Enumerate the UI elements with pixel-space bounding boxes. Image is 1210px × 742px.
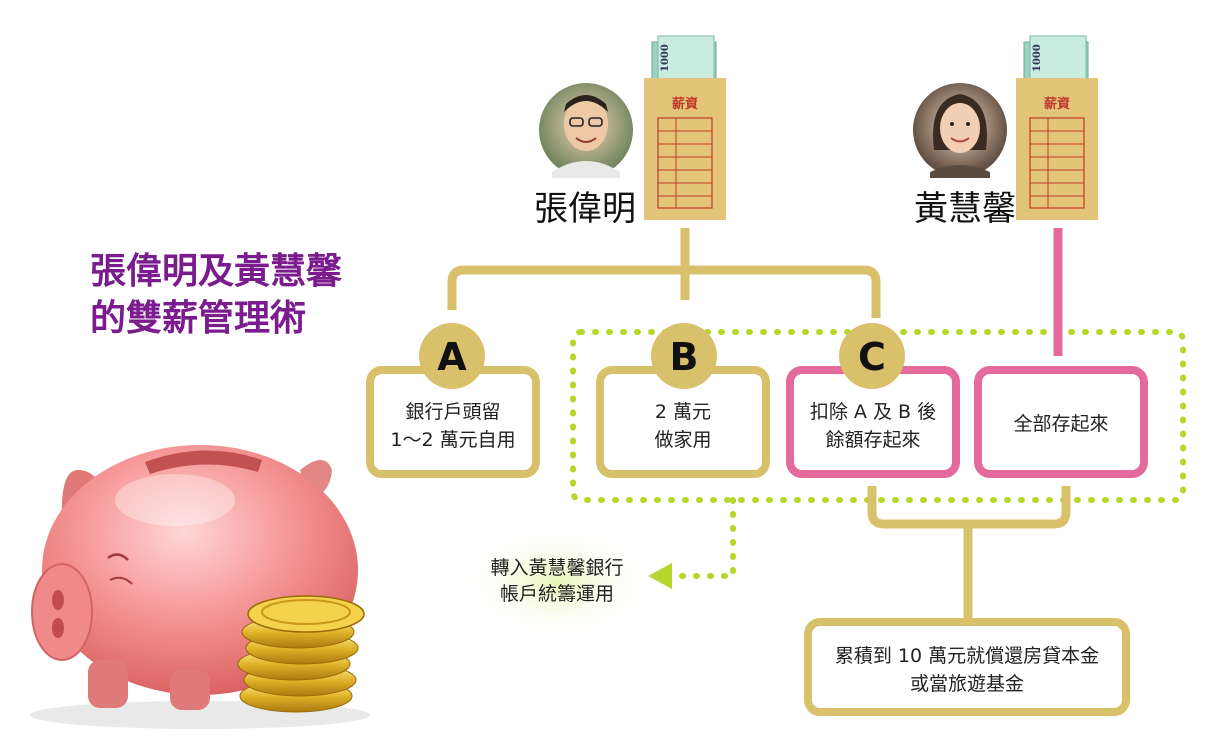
husband-salary-envelope: 1000 薪資 [644, 35, 726, 220]
goal-line-1: 累積到 10 萬元就償還房貸本金 [835, 645, 1099, 667]
wife-salary-envelope: 1000 薪資 [1016, 35, 1098, 220]
gold-coins-illustration [237, 595, 365, 713]
husband-envelope-label: 薪資 [672, 96, 698, 112]
wife-envelope-label: 薪資 [1044, 96, 1070, 112]
husband-banknote-label: 1000 [660, 44, 671, 72]
node-b-line-1: 2 萬元 [655, 401, 711, 423]
transfer-line-2: 帳戶統籌運用 [500, 583, 614, 605]
node-d-box [974, 366, 1148, 478]
wife-banknote-label: 1000 [1032, 44, 1043, 72]
node-b-letter: B [670, 335, 699, 379]
node-c-line-1: 扣除 A 及 B 後 [810, 401, 936, 423]
goal-line-2: 或當旅遊基金 [910, 673, 1024, 695]
wife-name: 黃慧馨 [914, 189, 1016, 229]
node-a-letter: A [437, 335, 467, 379]
node-c-letter: C [858, 335, 886, 379]
wife-avatar [913, 83, 1007, 178]
node-c-badge [839, 323, 905, 389]
node-a-badge [419, 323, 485, 389]
transfer-line-1: 轉入黃慧馨銀行 [490, 557, 623, 579]
node-d-line-1: 全部存起來 [1013, 413, 1108, 435]
node-a-line-2: 1～2 萬元自用 [390, 429, 515, 451]
husband-name: 張偉明 [534, 189, 636, 229]
goal-box [804, 618, 1130, 716]
goal-connectors [867, 486, 1071, 620]
node-b-badge [651, 323, 717, 389]
node-c-line-2: 餘額存起來 [825, 429, 920, 451]
title-line-2: 的雙薪管理術 [90, 298, 306, 339]
title-line-1: 張偉明及黃慧馨 [90, 251, 343, 292]
husband-connectors [447, 228, 881, 318]
node-a-line-1: 銀行戶頭留 [405, 401, 500, 423]
transfer-arrow-head [648, 563, 672, 589]
husband-avatar [539, 83, 633, 178]
transfer-glow [457, 524, 657, 640]
node-b-line-2: 做家用 [654, 429, 711, 451]
